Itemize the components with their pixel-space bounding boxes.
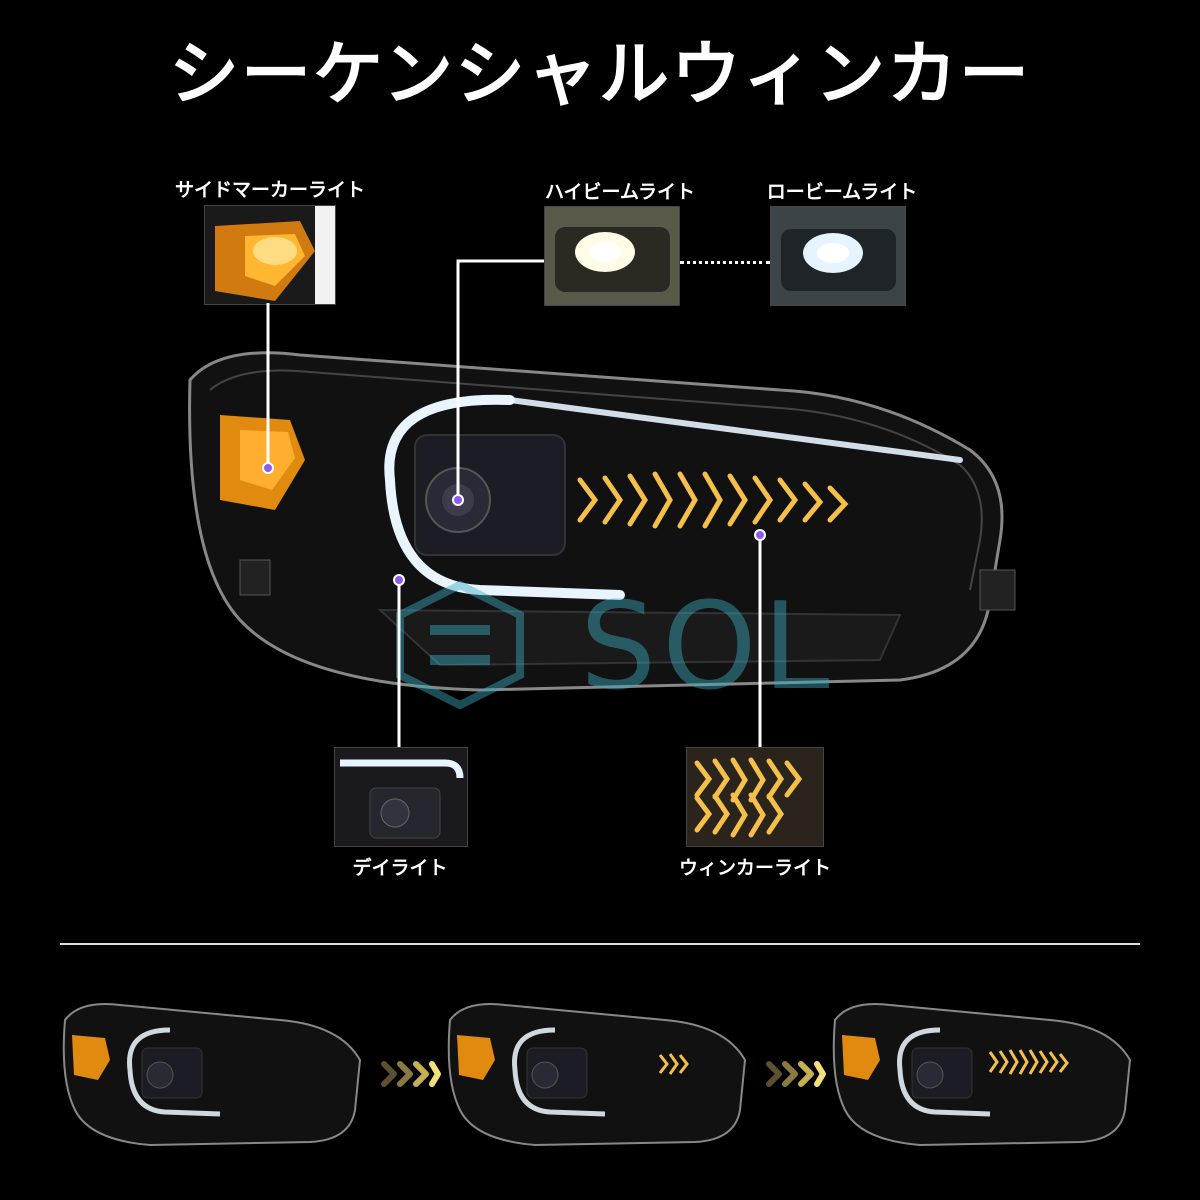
page-title: シーケンシャルウィンカー <box>169 33 1031 115</box>
beam-connector <box>680 261 770 264</box>
thumb-low-beam <box>770 206 906 306</box>
thumb-winker <box>686 747 824 847</box>
label-winker: ウィンカーライト <box>678 857 831 879</box>
thumb-side-marker <box>204 205 336 305</box>
label-side-marker: サイドマーカーライト <box>174 179 365 201</box>
label-day-light: デイライト <box>352 857 448 879</box>
headlight-main <box>188 351 1016 692</box>
section-divider <box>60 943 1140 945</box>
watermark-text: SOL <box>580 578 836 717</box>
thumb-day-light <box>334 747 468 847</box>
label-high-beam: ハイビームライト <box>544 181 696 203</box>
arrow-chevrons-icon-1 <box>381 1061 441 1087</box>
sequence-step-3 <box>832 1003 1132 1147</box>
label-low-beam: ロービームライト <box>766 181 918 203</box>
sequence-step-1 <box>62 1003 362 1147</box>
thumb-high-beam <box>544 206 680 306</box>
sequence-step-2 <box>447 1003 747 1147</box>
arrow-chevrons-icon-2 <box>766 1061 826 1087</box>
watermark-logo-icon <box>396 580 524 710</box>
